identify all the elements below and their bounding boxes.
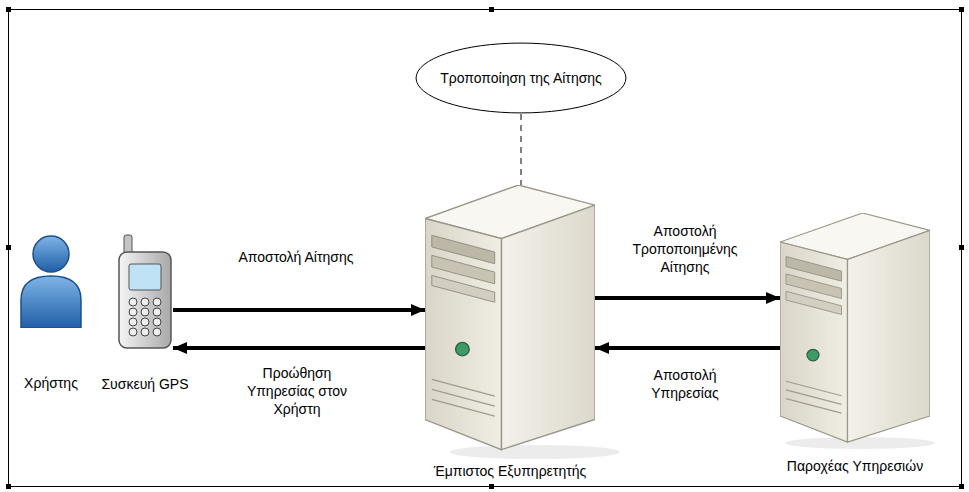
arrow-connector (595, 296, 780, 300)
server-shadow (785, 437, 935, 449)
node-caption: Χρήστης (24, 374, 78, 392)
server-drawing (780, 213, 930, 442)
gps-device-drawing (119, 235, 171, 348)
ellipse-shape (416, 43, 626, 113)
server-shadow (450, 445, 620, 459)
edge-label: Αποστολή Αίτησης (196, 248, 396, 266)
selection-frame (9, 10, 962, 487)
ellipse-text: Τροποποίηση της Αίτησης (440, 69, 602, 87)
node-caption: Συσκευή GPS (101, 375, 188, 393)
user-icon-drawing (21, 236, 81, 328)
server: Έμπιστος Εξυπηρετητής (425, 185, 595, 453)
arrow-connector (173, 346, 425, 350)
icon-picture (780, 213, 930, 445)
icon-picture (15, 232, 87, 328)
process-ellipse: Τροποποίηση της Αίτησης (415, 42, 627, 114)
edge-label: Αποστολή Τροποποιημένης Αίτησης (622, 222, 748, 277)
dashed-connector (521, 114, 522, 185)
server: Παροχέας Υπηρεσιών (780, 213, 930, 445)
icon-picture (117, 234, 173, 350)
node-caption: Έμπιστος Εξυπηρετητής (434, 462, 587, 480)
server-drawing (425, 185, 595, 450)
arrow-connector (595, 346, 780, 350)
gps-device: Συσκευή GPS (117, 234, 173, 350)
user-icon: Χρήστης (15, 232, 87, 328)
frame-handles (6, 7, 964, 489)
edge-label: Αποστολή Υπηρεσίας (635, 366, 735, 402)
arrow-connector (173, 308, 425, 312)
icon-picture (425, 185, 595, 453)
node-caption: Παροχέας Υπηρεσιών (787, 457, 923, 475)
edge-label: Προώθηση Υπηρεσίας στον Χρήστη (234, 364, 360, 419)
